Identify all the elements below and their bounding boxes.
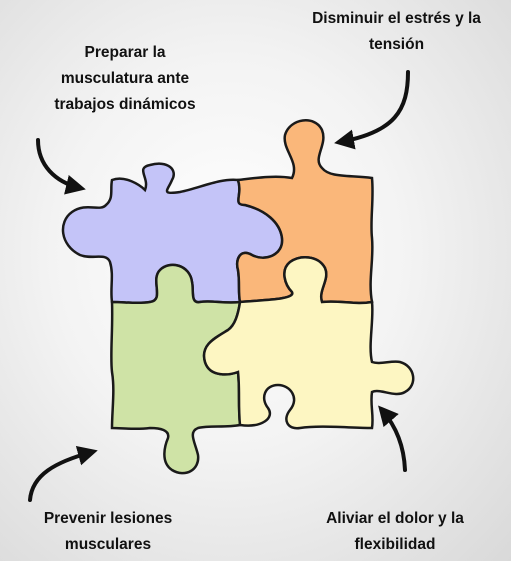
label-top-left: Preparar la musculatura ante trabajos di… bbox=[20, 40, 230, 118]
label-top-left-line-1: Preparar la bbox=[84, 44, 166, 61]
arrow-top-left bbox=[36, 138, 86, 195]
arrow-top-right bbox=[334, 70, 410, 150]
puzzle-piece-yellow bbox=[202, 256, 415, 430]
label-top-left-line-3: trabajos dinámicos bbox=[54, 96, 196, 113]
label-bottom-right-line-1: Aliviar el dolor y la bbox=[326, 510, 464, 527]
label-bottom-left: Prevenir lesiones musculares bbox=[8, 506, 208, 558]
label-top-right: Disminuir el estrés y la tensión bbox=[282, 6, 511, 58]
label-top-left-line-2: musculatura ante bbox=[60, 70, 190, 87]
label-bottom-left-line-1: Prevenir lesiones bbox=[43, 510, 173, 527]
label-bottom-right: Aliviar el dolor y la flexibilidad bbox=[290, 506, 500, 558]
label-top-right-line-2: tensión bbox=[368, 36, 425, 53]
arrow-bottom-left bbox=[28, 446, 98, 502]
label-bottom-right-line-2: flexibilidad bbox=[354, 536, 436, 553]
arrow-bottom-right bbox=[378, 405, 407, 472]
label-bottom-left-line-2: musculares bbox=[64, 536, 152, 553]
label-top-right-line-1: Disminuir el estrés y la bbox=[312, 10, 481, 27]
